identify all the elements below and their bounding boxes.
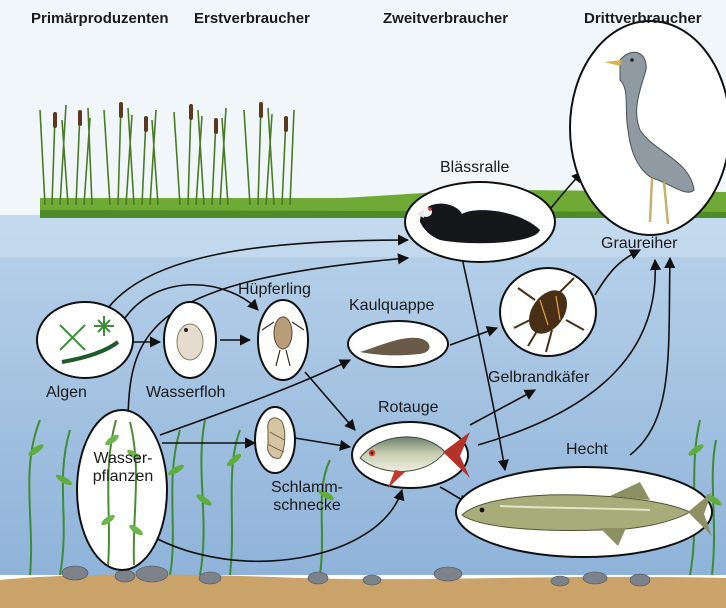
label-kaulquappe: Kaulquappe [349,297,434,315]
schlammschnecke-node [255,407,295,473]
snail-icon [268,418,285,458]
gelbrandkaefer-node [500,268,596,356]
blaessralle-node [405,182,555,262]
wasserpflanzen-node [77,410,167,570]
label-schlammschnecke-line1: Schlamm- [271,479,343,496]
label-wasserpflanzen-line2: pflanzen [93,468,154,485]
label-schlammschnecke-line2: schnecke [273,497,341,514]
label-wasserpflanzen-line1: Wasser- [94,450,153,467]
graureiher-node [570,21,726,235]
label-hecht: Hecht [566,441,608,459]
huepferling-node [258,300,308,380]
waterflea-icon [177,324,203,360]
rotauge-node [352,422,470,488]
label-graureiher: Graureiher [601,235,677,253]
header-primaerproduzenten: Primärproduzenten [31,10,169,27]
wasserfloh-node [164,302,216,378]
kaulquappe-node [348,321,448,367]
label-rotauge: Rotauge [378,399,439,417]
label-wasserfloh: Wasserfloh [146,384,225,402]
header-zweitverbraucher: Zweitverbraucher [383,10,508,27]
label-schlammschnecke: Schlamm- schnecke [263,479,351,515]
algen-node [37,302,133,378]
label-blaessralle: Blässralle [440,159,509,177]
header-drittverbraucher: Drittverbraucher [584,10,702,27]
label-wasserpflanzen: Wasser- pflanzen [87,450,159,486]
label-algen: Algen [46,384,87,402]
header-erstverbraucher: Erstverbraucher [194,10,310,27]
label-huepferling: Hüpferling [238,281,311,299]
copepod-icon [274,317,292,349]
label-gelbrandkaefer: Gelbrandkäfer [488,369,589,387]
hecht-node [456,467,712,557]
